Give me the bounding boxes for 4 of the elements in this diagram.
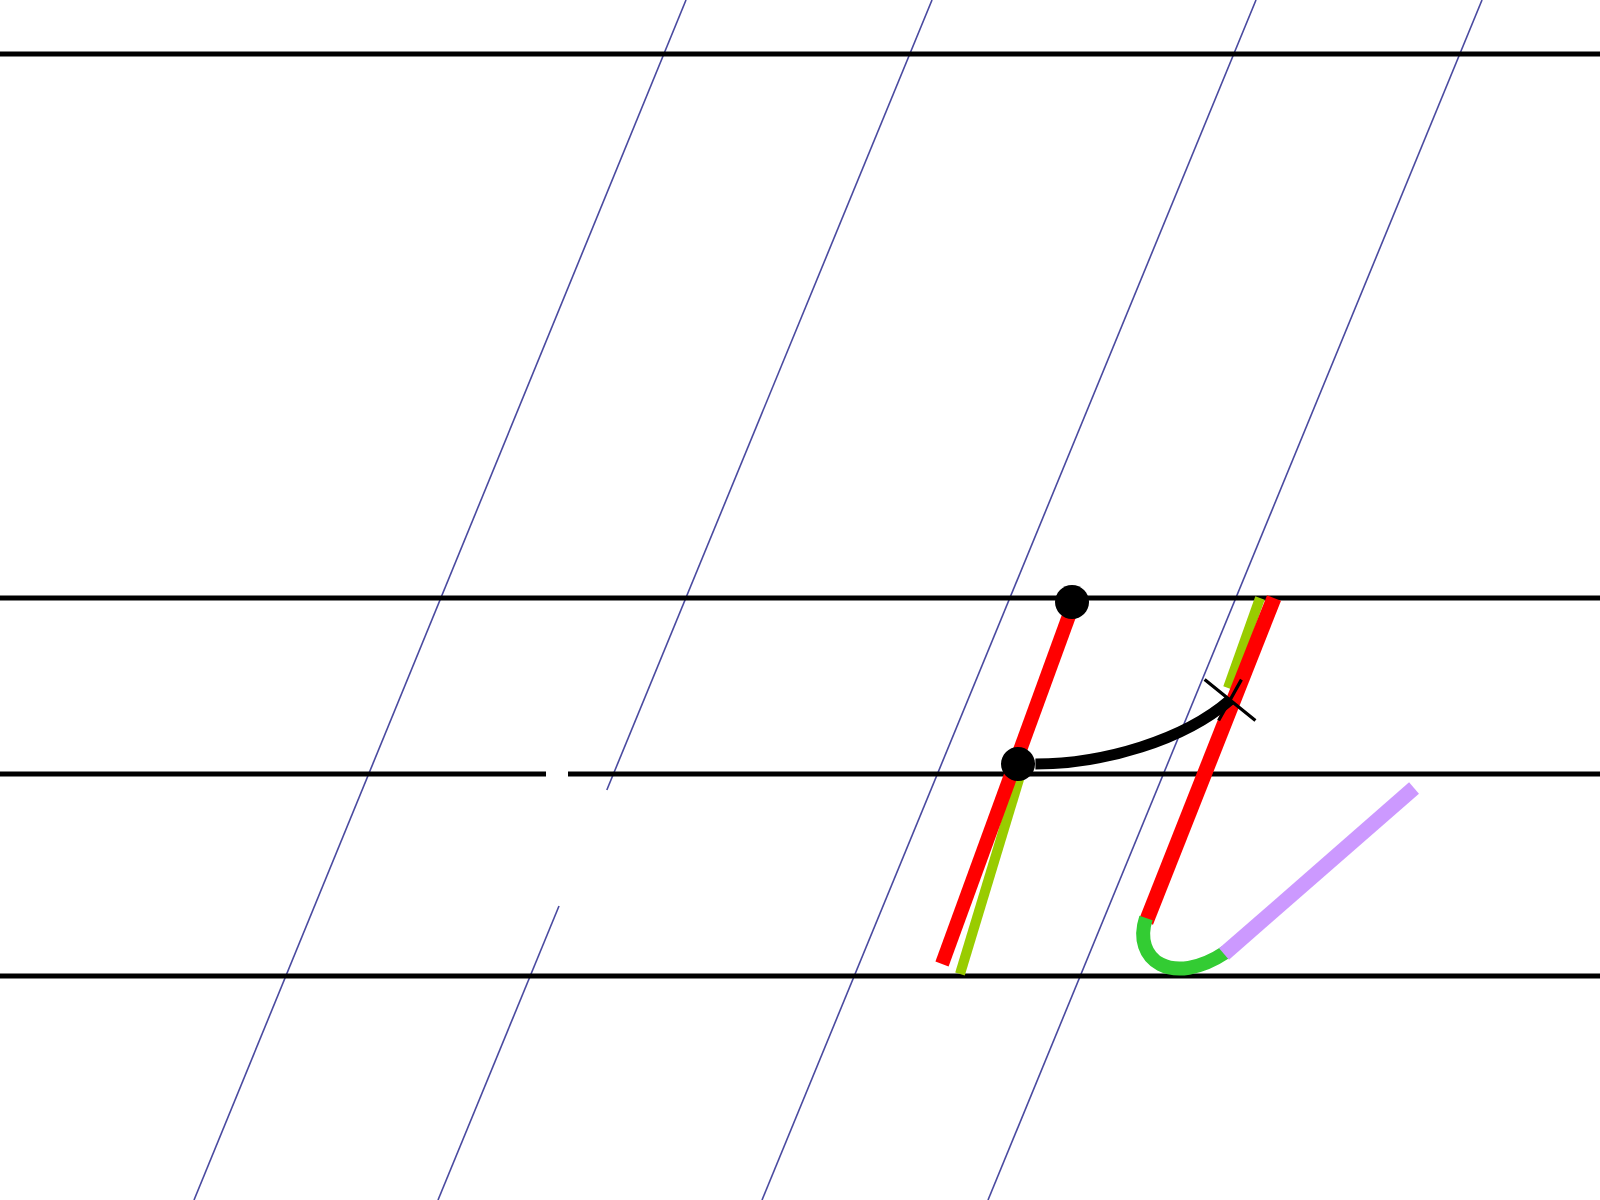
cross-mark: [1203, 678, 1257, 722]
start-dot: [1001, 747, 1035, 781]
curved-stroke: [1035, 695, 1234, 770]
start-dot: [1055, 585, 1089, 619]
